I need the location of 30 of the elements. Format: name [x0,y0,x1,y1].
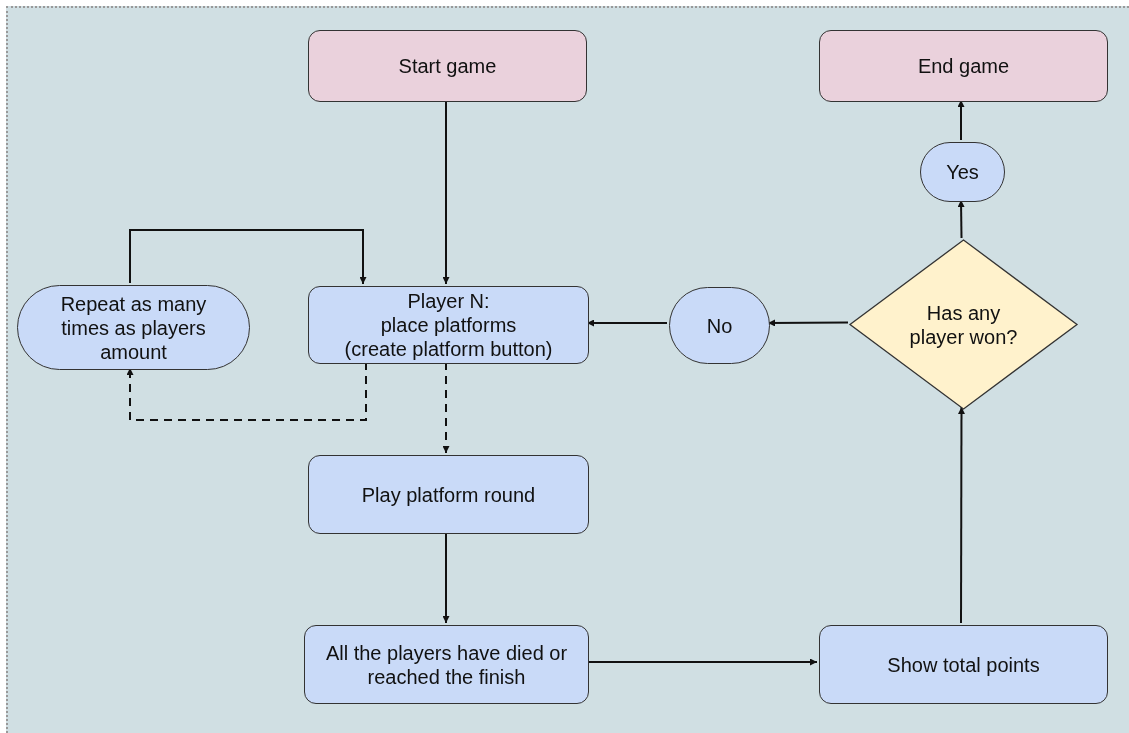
process-box [308,286,589,364]
arrow [129,229,367,285]
process-box [304,625,589,704]
arrow [958,406,965,624]
end-box [819,30,1108,102]
process-box [308,455,589,534]
node-label: Play platform round [361,482,536,507]
node-label: Has any player won? [908,300,1019,349]
arrow [957,99,965,141]
node-label: No [706,313,733,338]
arrow [126,361,367,421]
arrow [767,319,849,327]
arrow [586,658,818,666]
answer-pill [920,142,1005,202]
node-label: Yes [946,160,979,184]
arrow [957,199,965,239]
node-label: Player N: [407,289,490,313]
arrow [442,531,450,624]
start-box [308,30,587,102]
node-label: (create platform button) [344,337,553,361]
node-label: Repeat as many times as players amount [59,291,208,364]
arrow [442,361,450,454]
node-label: End game [917,54,1010,78]
node-label: Show total points [887,652,1040,677]
node-label: Start game [398,54,497,78]
node-label: place platforms [380,313,517,337]
process-box [819,625,1108,704]
arrow [586,319,668,327]
arrow [442,99,450,285]
node-label: All the players have died or reached the finish [324,640,569,689]
